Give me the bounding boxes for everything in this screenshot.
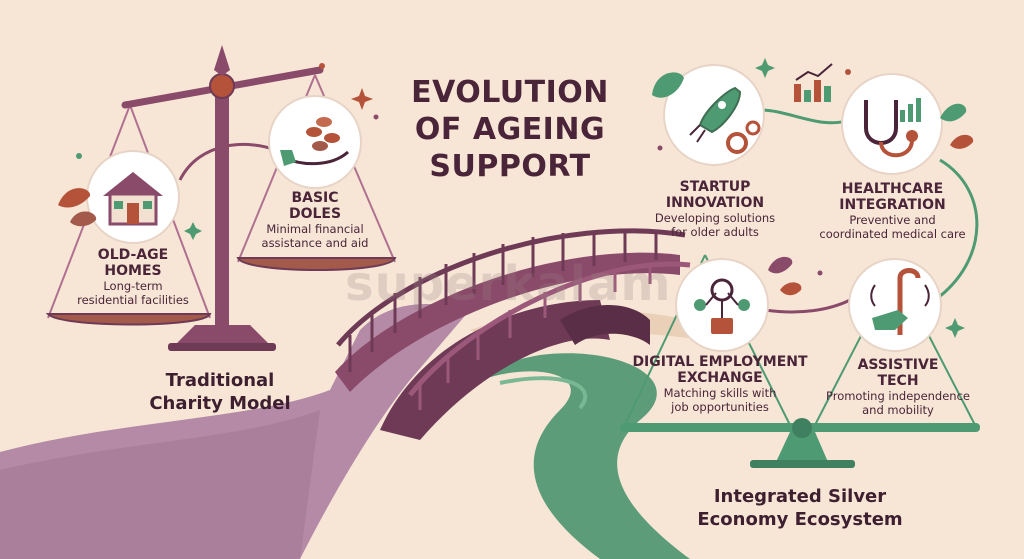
green-fulcrum <box>776 432 828 462</box>
traditional-label-line-1: Traditional <box>165 370 275 391</box>
assistive-tech-desc-1: Promoting independence <box>825 389 970 403</box>
assistive-tech-card: ASSISTIVE TECH Promoting independence an… <box>818 357 978 417</box>
scale-base-plate <box>168 343 276 351</box>
bridge-underside <box>560 305 650 345</box>
sparkle-icon <box>76 58 965 338</box>
scale-base <box>175 325 270 345</box>
scale-finial <box>214 45 230 76</box>
digital-employment-title-2: EXCHANGE <box>677 370 763 386</box>
scale-pivot <box>209 73 235 99</box>
bar-chart-icon <box>794 63 833 102</box>
basic-doles-title-1: BASIC <box>291 190 339 206</box>
healthcare-integration-title-2: INTEGRATION <box>839 197 946 213</box>
digital-employment-title-1: DIGITAL EMPLOYMENT <box>632 354 808 370</box>
coins-hand-icon <box>268 95 362 189</box>
healthcare-integration-title-1: HEALTHCARE <box>841 181 944 197</box>
traditional-label-line-2: Charity Model <box>149 393 291 414</box>
digital-employment-card: DIGITAL EMPLOYMENT EXCHANGE Matching ski… <box>630 354 810 414</box>
leaf-icon <box>652 72 974 296</box>
assistive-tech-title-2: TECH <box>877 373 919 389</box>
title-line-1: EVOLUTION <box>411 75 609 110</box>
right-pan <box>236 257 397 271</box>
basic-doles-title-2: DOLES <box>288 206 342 222</box>
old-age-homes-title-2: HOMES <box>104 263 162 279</box>
bridge <box>335 228 691 440</box>
old-age-homes-card: OLD-AGE HOMES Long-term residential faci… <box>58 247 208 307</box>
river-highlight <box>499 376 588 410</box>
bridge-balusters <box>348 231 658 372</box>
healthcare-integration-desc-2: coordinated medical care <box>819 227 966 241</box>
assistive-tech-title-1: ASSISTIVE <box>857 357 939 373</box>
integrated-label-line-2: Economy Ecosystem <box>697 509 903 530</box>
basic-doles-card: BASIC DOLES Minimal financial assistance… <box>245 190 385 250</box>
right-connector-top <box>759 108 851 125</box>
traditional-scale <box>45 45 397 351</box>
integrated-label-line-1: Integrated Silver <box>713 486 887 507</box>
page-title: EVOLUTION OF AGEING SUPPORT <box>395 74 625 185</box>
green-base <box>750 460 855 468</box>
integrated-scale <box>620 254 980 468</box>
watermark: superkalam <box>345 256 672 312</box>
healthcare-integration-card: HEALTHCARE INTEGRATION Preventive and co… <box>815 181 970 241</box>
old-age-homes-desc-2: residential facilities <box>77 293 189 307</box>
traditional-model-label: Traditional Charity Model <box>130 369 310 415</box>
bridge-rail-top <box>336 228 686 347</box>
bridge-balusters-front <box>418 264 652 410</box>
bridge-rail-front <box>408 261 691 397</box>
leaf-icon <box>58 188 97 227</box>
startup-innovation-title-2: INNOVATION <box>665 195 765 211</box>
network-people-icon <box>675 258 769 352</box>
startup-innovation-title-1: STARTUP <box>679 179 751 195</box>
startup-innovation-desc-1: Developing solutions <box>654 211 776 225</box>
old-age-homes-desc-1: Long-term <box>103 279 163 293</box>
digital-employment-desc-2: job opportunities <box>671 400 769 414</box>
cane-hand-icon <box>848 258 942 352</box>
assistive-tech-desc-2: and mobility <box>862 403 934 417</box>
right-connector-side <box>934 158 979 302</box>
bridge-arch <box>380 300 610 440</box>
stethoscope-chart-icon <box>841 73 943 175</box>
basic-doles-desc-2: assistance and aid <box>261 236 369 250</box>
rocket-gears-icon <box>663 64 765 166</box>
startup-innovation-desc-2: for older adults <box>671 225 759 239</box>
house-icon <box>86 150 180 244</box>
integrated-model-label: Integrated Silver Economy Ecosystem <box>690 485 910 531</box>
title-line-2: OF AGEING <box>414 112 606 147</box>
left-pan <box>45 313 212 326</box>
title-line-3: SUPPORT <box>429 149 591 184</box>
healthcare-integration-desc-1: Preventive and <box>849 213 936 227</box>
scale-post <box>215 85 229 325</box>
old-age-homes-title-1: OLD-AGE <box>97 247 169 263</box>
path-shadow <box>0 410 320 559</box>
green-pivot <box>792 418 812 438</box>
right-connector-bottom <box>764 298 851 314</box>
startup-innovation-card: STARTUP INNOVATION Developing solutions … <box>650 179 780 239</box>
digital-employment-desc-1: Matching skills with <box>663 386 777 400</box>
basic-doles-desc-1: Minimal financial <box>266 222 364 236</box>
